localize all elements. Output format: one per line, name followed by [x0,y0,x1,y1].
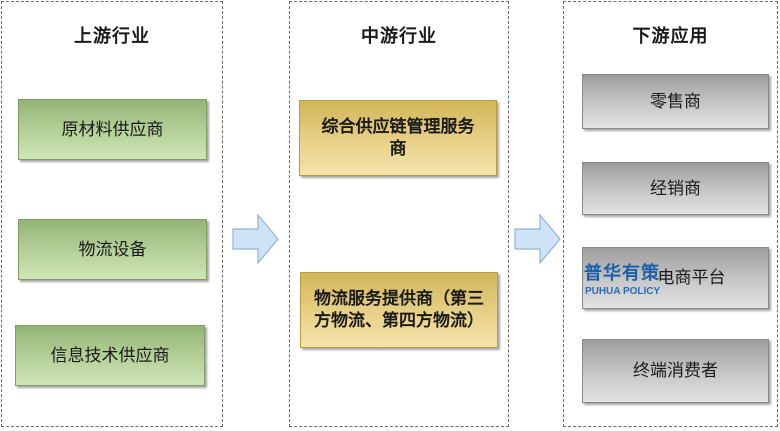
upstream-title: 上游行业 [74,26,150,47]
downstream-item-consumer: 终端消费者 [582,339,769,403]
upstream-item-raw-materials: 原材料供应商 [18,99,207,160]
midstream-item-scm-service: 综合供应链管理服务商 [299,100,497,176]
upstream-column: 上游行业 原材料供应商 物流设备 信息技术供应商 [1,1,223,427]
downstream-column: 下游应用 零售商 经销商 电商平台 终端消费者 [563,1,778,427]
downstream-item-distributor: 经销商 [582,162,769,215]
upstream-item-logistics-equipment: 物流设备 [18,219,207,280]
flow-arrow-icon [232,213,279,265]
downstream-item-ecommerce: 电商平台 [582,247,769,309]
downstream-item-retailer: 零售商 [582,74,769,129]
midstream-column: 中游行业 综合供应链管理服务商 物流服务提供商（第三方物流、第四方物流） [289,1,509,427]
midstream-item-logistics-service: 物流服务提供商（第三方物流、第四方物流） [300,272,498,348]
downstream-title: 下游应用 [632,26,709,47]
upstream-item-it-suppliers: 信息技术供应商 [15,325,205,386]
flow-arrow-icon [514,213,561,265]
midstream-title: 中游行业 [361,26,437,47]
